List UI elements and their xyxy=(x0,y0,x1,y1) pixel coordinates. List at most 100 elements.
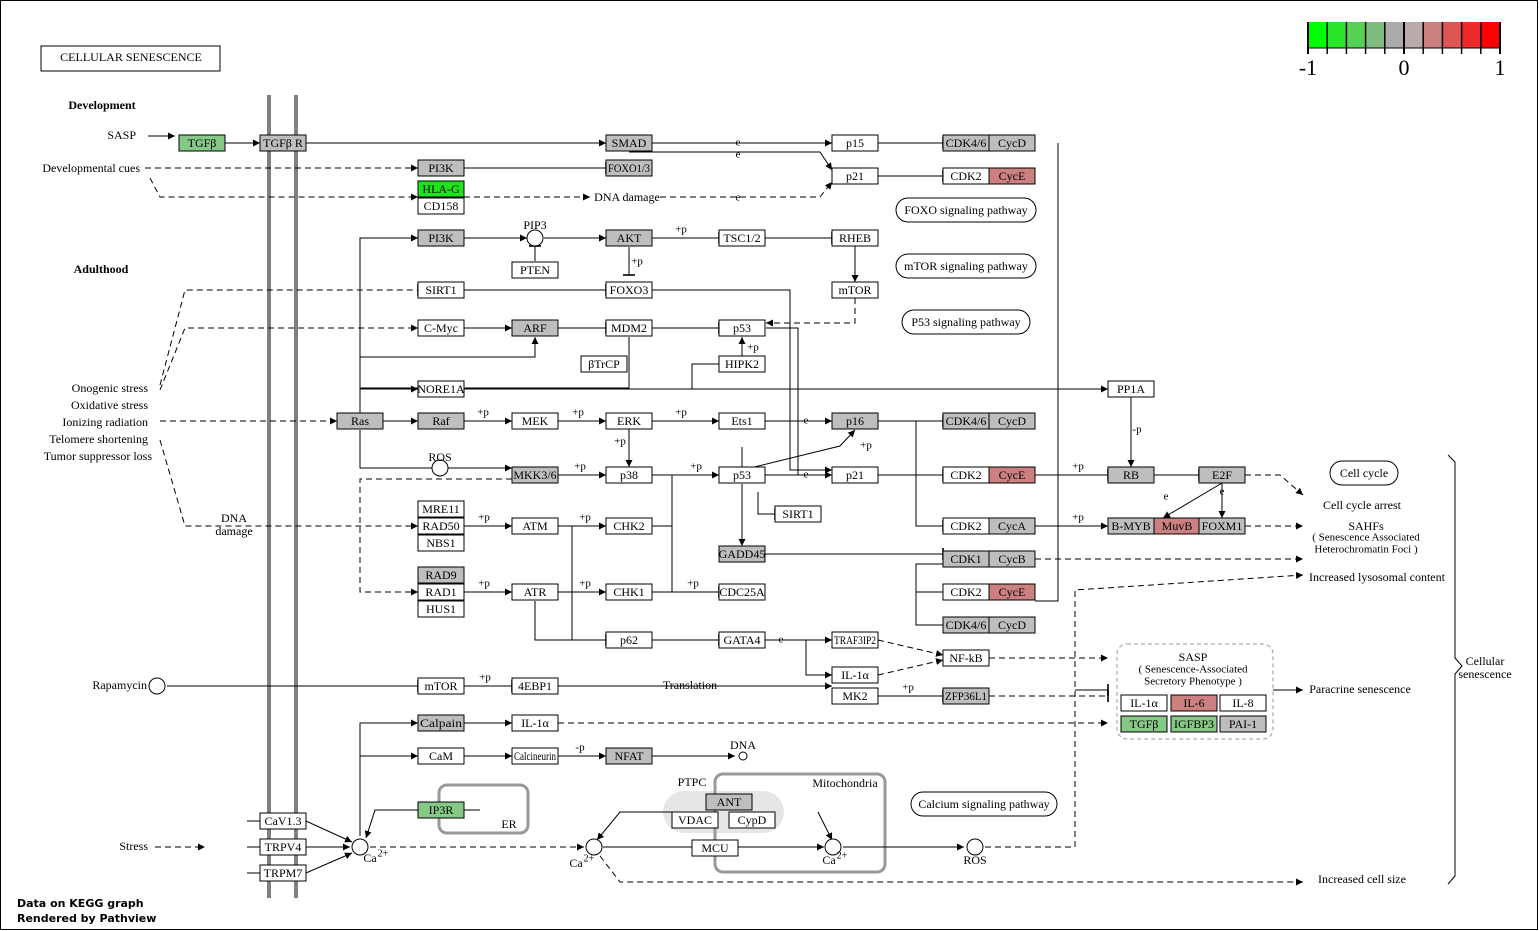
pathway-p53-link[interactable]: P53 signaling pathway xyxy=(901,309,1031,335)
gene-node-chk2[interactable]: CHK2 xyxy=(605,517,653,535)
pathway-foxo-link[interactable]: FOXO signaling pathway xyxy=(895,197,1037,223)
gene-node-il1a_b[interactable]: IL-1α xyxy=(511,714,559,732)
gene-node-cyce_c[interactable]: CycE xyxy=(988,583,1036,601)
gene-node-foxo13[interactable]: FOXO1/3 xyxy=(605,159,653,177)
gene-node-nore1a[interactable]: NORE1A xyxy=(417,380,465,398)
gene-node-atr[interactable]: ATR xyxy=(511,583,559,601)
gene-node-rheb[interactable]: RHEB xyxy=(831,229,879,247)
gene-node-sirt1_b[interactable]: SIRT1 xyxy=(774,505,822,523)
gene-node-smad[interactable]: SMAD xyxy=(605,134,653,152)
gene-node-rb[interactable]: RB xyxy=(1107,466,1155,484)
gene-node-ant[interactable]: ANT xyxy=(705,793,753,811)
gene-node-nbs1[interactable]: NBS1 xyxy=(417,534,465,552)
gene-node-foxo3[interactable]: FOXO3 xyxy=(605,281,653,299)
gene-node-p62[interactable]: p62 xyxy=(605,631,653,649)
gene-node-rad9[interactable]: RAD9 xyxy=(417,566,465,584)
gene-node-tgfb_b[interactable]: TGFβ xyxy=(1120,715,1168,733)
gene-node-ebp1[interactable]: 4EBP1 xyxy=(511,677,559,695)
gene-node-traf3ip2[interactable]: TRAF3IP2 xyxy=(831,631,879,649)
gene-node-il1a_c[interactable]: IL-1α xyxy=(1120,694,1168,712)
gene-node-cdk2_d[interactable]: CDK2 xyxy=(942,583,990,601)
gene-node-il8[interactable]: IL-8 xyxy=(1219,694,1267,712)
gene-node-cdk2_c[interactable]: CDK2 xyxy=(942,517,990,535)
gene-node-cmyc[interactable]: C-Myc xyxy=(417,319,465,337)
gene-node-cdk46_b[interactable]: CDK4/6 xyxy=(942,412,990,430)
gene-node-cyce_b[interactable]: CycE xyxy=(988,466,1036,484)
gene-node-foxm1[interactable]: FOXM1 xyxy=(1198,517,1246,535)
pathway-calcium-link[interactable]: Calcium signaling pathway xyxy=(910,791,1058,817)
gene-node-btrcp[interactable]: βTrCP xyxy=(580,355,628,373)
gene-node-cdk46_c[interactable]: CDK4/6 xyxy=(942,616,990,634)
gene-node-pi3k_a[interactable]: PI3K xyxy=(417,159,465,177)
gene-node-pp1a[interactable]: PP1A xyxy=(1107,380,1155,398)
gene-node-hipk2[interactable]: HIPK2 xyxy=(718,355,766,373)
gene-node-cypd[interactable]: CypD xyxy=(728,811,776,829)
gene-node-calpain[interactable]: Calpain xyxy=(417,714,465,732)
gene-node-muvb[interactable]: MuvB xyxy=(1153,517,1201,535)
gene-node-mcu[interactable]: MCU xyxy=(691,839,739,857)
gene-node-sirt1_a[interactable]: SIRT1 xyxy=(417,281,465,299)
gene-node-rad50[interactable]: RAD50 xyxy=(417,517,465,535)
gene-node-cdk1[interactable]: CDK1 xyxy=(942,550,990,568)
gene-node-cycd_b[interactable]: CycD xyxy=(988,412,1036,430)
gene-node-raf[interactable]: Raf xyxy=(417,412,465,430)
gene-node-cdc25a[interactable]: CDC25A xyxy=(718,583,766,601)
gene-node-p53_b[interactable]: p53 xyxy=(718,466,766,484)
gene-node-trpv4[interactable]: TRPV4 xyxy=(259,838,307,856)
gene-node-tsc12[interactable]: TSC1/2 xyxy=(718,229,766,247)
gene-node-pi3k_b[interactable]: PI3K xyxy=(417,229,465,247)
gene-node-cav13[interactable]: CaV1.3 xyxy=(259,812,307,830)
gene-node-chk1[interactable]: CHK1 xyxy=(605,583,653,601)
gene-node-p53_a[interactable]: p53 xyxy=(718,319,766,337)
gene-node-nfat[interactable]: NFAT xyxy=(605,747,653,765)
gene-node-mk2[interactable]: MK2 xyxy=(831,687,879,705)
gene-node-ras[interactable]: Ras xyxy=(336,412,384,430)
gene-node-calcineurin[interactable]: Calcineurin xyxy=(511,747,559,765)
gene-node-hlag[interactable]: HLA-G xyxy=(417,180,465,198)
gene-node-nfkb[interactable]: NF-kB xyxy=(942,649,990,667)
gene-node-tgfb[interactable]: TGFβ xyxy=(178,134,226,152)
gene-node-erk[interactable]: ERK xyxy=(605,412,653,430)
gene-node-mdm2[interactable]: MDM2 xyxy=(605,319,653,337)
gene-node-bmyb[interactable]: B-MYB xyxy=(1107,517,1155,535)
gene-node-p21_b[interactable]: p21 xyxy=(831,466,879,484)
gene-node-p16[interactable]: p16 xyxy=(831,412,879,430)
gene-node-mkk36[interactable]: MKK3/6 xyxy=(511,466,559,484)
gene-node-gadd45[interactable]: GADD45 xyxy=(718,545,766,563)
gene-node-trpm7[interactable]: TRPM7 xyxy=(259,864,307,882)
gene-node-atm[interactable]: ATM xyxy=(511,517,559,535)
gene-node-gata4[interactable]: GATA4 xyxy=(718,631,766,649)
gene-node-cam[interactable]: CaM xyxy=(417,747,465,765)
gene-node-arf[interactable]: ARF xyxy=(511,319,559,337)
gene-node-hus1[interactable]: HUS1 xyxy=(417,600,465,618)
gene-node-mek[interactable]: MEK xyxy=(511,412,559,430)
gene-node-il6[interactable]: IL-6 xyxy=(1170,694,1218,712)
gene-node-pai1[interactable]: PAI-1 xyxy=(1219,715,1267,733)
gene-node-ets1[interactable]: Ets1 xyxy=(718,412,766,430)
gene-node-cd158[interactable]: CD158 xyxy=(417,197,465,215)
gene-node-akt[interactable]: AKT xyxy=(605,229,653,247)
gene-node-cdk2_a[interactable]: CDK2 xyxy=(942,167,990,185)
gene-node-ip3r[interactable]: IP3R xyxy=(417,801,465,819)
gene-node-tgfbr[interactable]: TGFβ R xyxy=(259,134,307,152)
gene-node-mtor_b[interactable]: mTOR xyxy=(417,677,465,695)
gene-node-igfbp3[interactable]: IGFBP3 xyxy=(1170,715,1218,733)
gene-node-cyce_a[interactable]: CycE xyxy=(988,167,1036,185)
gene-node-zfp36l1[interactable]: ZFP36L1 xyxy=(942,687,990,705)
gene-node-mtor_a[interactable]: mTOR xyxy=(831,281,879,299)
gene-node-pten[interactable]: PTEN xyxy=(511,261,559,279)
gene-node-p38[interactable]: p38 xyxy=(605,466,653,484)
gene-node-rad1[interactable]: RAD1 xyxy=(417,583,465,601)
gene-node-cycb[interactable]: CycB xyxy=(988,550,1036,568)
gene-node-cycd_c[interactable]: CycD xyxy=(988,616,1036,634)
gene-node-vdac[interactable]: VDAC xyxy=(671,811,719,829)
gene-node-cycd_a[interactable]: CycD xyxy=(988,134,1036,152)
gene-node-cdk2_b[interactable]: CDK2 xyxy=(942,466,990,484)
pathway-cell-cycle-link[interactable]: Cell cycle xyxy=(1329,460,1399,486)
gene-node-cdk46_a[interactable]: CDK4/6 xyxy=(942,134,990,152)
gene-node-cyca[interactable]: CycA xyxy=(988,517,1036,535)
gene-node-e2f[interactable]: E2F xyxy=(1198,466,1246,484)
gene-node-il1a_a[interactable]: IL-1α xyxy=(831,666,879,684)
gene-node-p15[interactable]: p15 xyxy=(831,134,879,152)
gene-node-p21_a[interactable]: p21 xyxy=(831,167,879,185)
